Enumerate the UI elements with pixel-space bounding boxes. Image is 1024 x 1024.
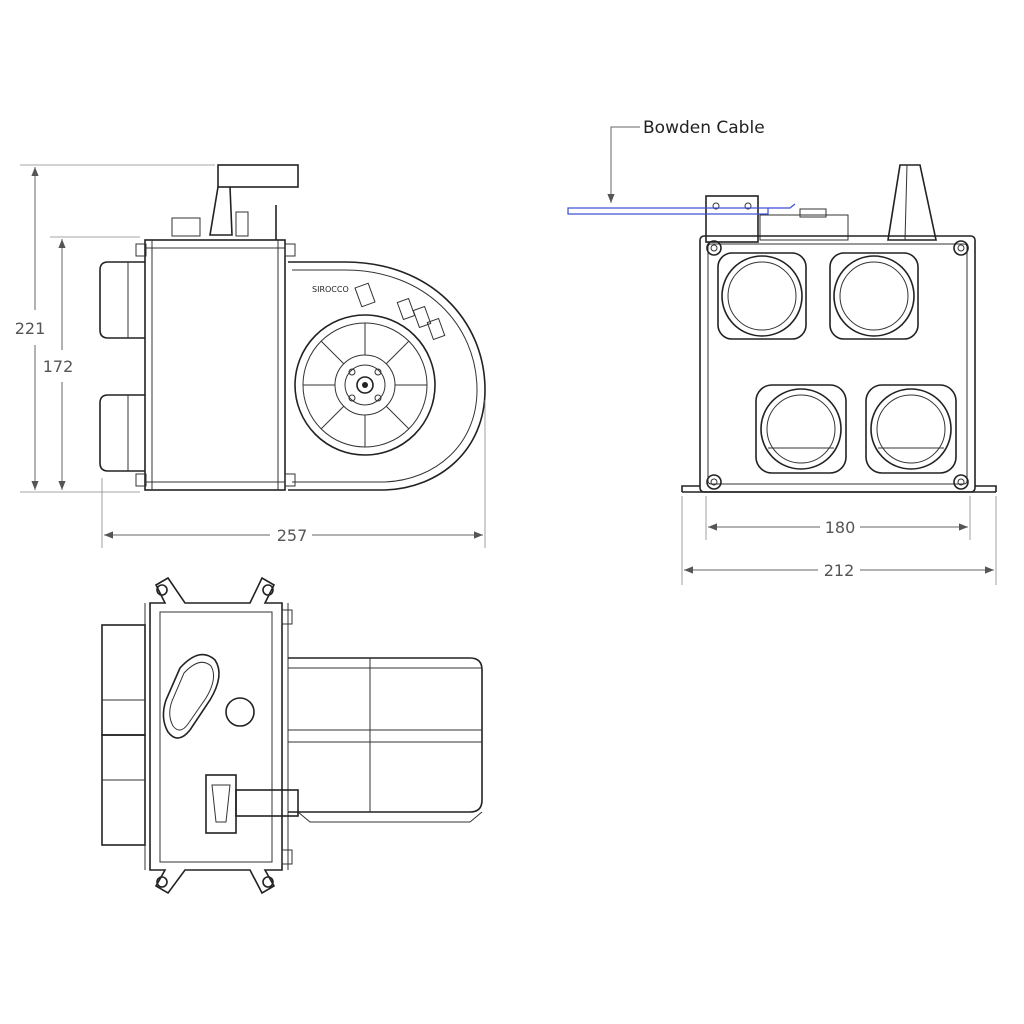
top-oval-port [162,653,220,739]
bowden-cable-label: Bowden Cable [643,118,765,138]
dim-180-label: 180 [825,518,856,537]
front-outlet-bottom-left [755,384,847,474]
top-flange [149,576,283,895]
dim-side-total-width: 257 [101,400,486,548]
side-housing [144,239,286,491]
dim-212-label: 212 [824,561,855,580]
dim-front-base-width: 212 [681,496,997,585]
front-view: Bowden Cable [567,118,997,585]
front-outlet-bottom-right [865,384,957,474]
dim-side-total-height: 221 [15,164,215,493]
top-lever [205,774,299,834]
side-blower: SIROCCO [288,261,486,491]
side-outlets [99,261,145,472]
dim-front-bolt-spacing: 180 [705,496,971,540]
front-outlet-top-right [829,252,919,340]
top-blower-housing [288,657,483,823]
bowden-cable-callout: Bowden Cable [607,118,765,203]
dim-172-label: 172 [43,357,74,376]
bowden-cable [567,203,796,215]
dim-221-label: 221 [15,319,46,338]
dim-side-body-height: 172 [43,236,140,490]
side-top-bracket [171,164,299,240]
front-outlet-top-left [717,252,807,340]
dim-257-label: 257 [277,526,308,545]
top-view [101,576,483,895]
brand-label: SIROCCO [312,285,349,294]
side-view: SIROCCO [15,164,486,548]
